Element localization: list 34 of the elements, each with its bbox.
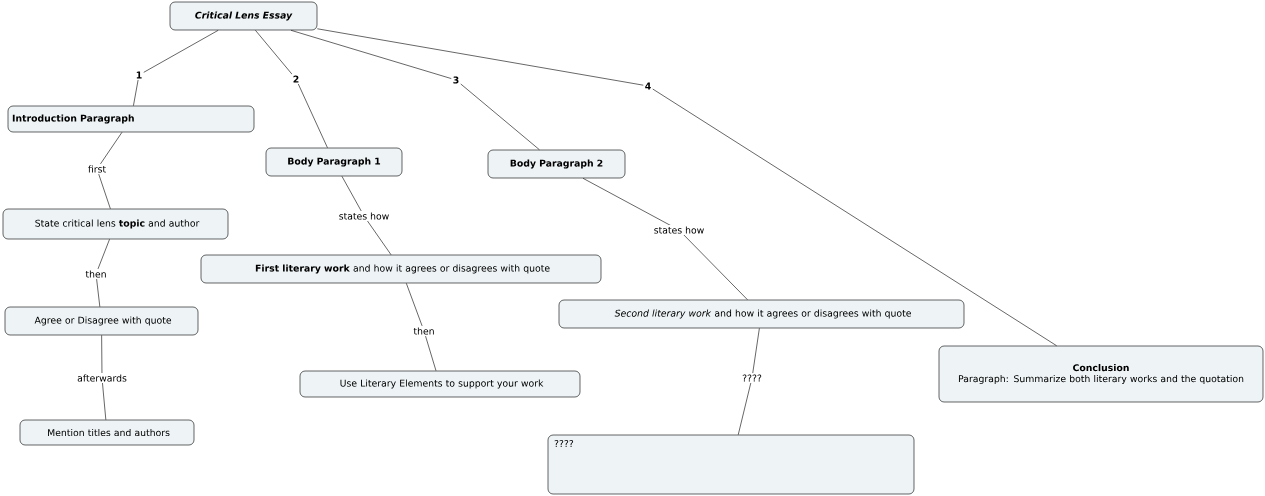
edge-label: then (83, 268, 109, 280)
connector-line (101, 335, 107, 420)
concept-box: Body Paragraph 2 (487, 149, 626, 179)
edge-label: states how (337, 210, 391, 222)
concept-box: Second literary work and how it agrees or disagrees with quote (558, 299, 965, 329)
edge-label: 3 (451, 75, 461, 85)
concept-box: First literary work and how it agrees or disagrees with quote (200, 254, 602, 284)
connector-line (737, 328, 760, 435)
concept-box: ???? (547, 434, 915, 495)
connector-line (95, 239, 110, 307)
edge-label: ???? (740, 373, 764, 383)
connector-line (317, 28, 1057, 346)
edge-label: states how (652, 224, 706, 236)
connector-line (290, 30, 540, 150)
connector-line (406, 283, 437, 371)
concept-box: Critical Lens Essay (169, 1, 318, 31)
edge-label: afterwards (75, 372, 129, 384)
connector-line (341, 176, 392, 255)
concept-box: Use Literary Elements to support your work (299, 370, 581, 398)
connector-line (582, 178, 748, 300)
concept-box: Agree or Disagree with quote (4, 306, 199, 336)
edge-label: 4 (643, 81, 653, 91)
concept-box: Conclusion Paragraph: Summarize both literary works and the quotation (938, 345, 1264, 403)
edge-label: first (86, 163, 108, 175)
edge-label: 1 (134, 70, 144, 80)
connector-line (255, 30, 328, 148)
connector-line (133, 30, 219, 106)
concept-box: Mention titles and authors (19, 419, 195, 446)
connector-line (96, 132, 123, 209)
edge-label: then (411, 325, 437, 337)
concept-box: Body Paragraph 1 (265, 147, 403, 177)
concept-box: State critical lens topic and author (2, 208, 229, 240)
concept-box: Introduction Paragraph (7, 105, 255, 133)
edge-label: 2 (291, 74, 301, 84)
